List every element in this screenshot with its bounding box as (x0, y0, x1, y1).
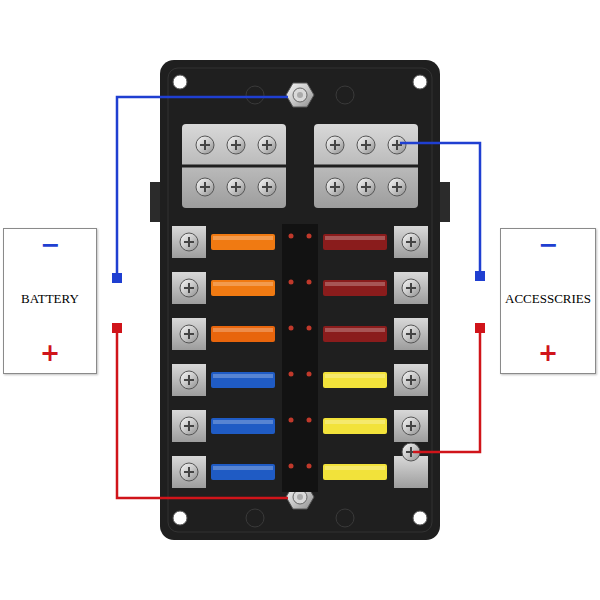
molded-mark (336, 509, 354, 527)
wire-end (112, 273, 122, 283)
fuse-rows (172, 226, 428, 488)
bus-bar (182, 124, 286, 208)
polarity-sign: − (538, 233, 558, 257)
negative-wire (400, 143, 480, 276)
negative-wire (117, 97, 288, 278)
molded-mark (246, 86, 264, 104)
mount-hole (413, 511, 427, 525)
wire-end (112, 323, 122, 333)
positive-wire (413, 328, 480, 452)
mount-hole (173, 511, 187, 525)
wire-end (475, 271, 485, 281)
bus-screws (196, 136, 406, 196)
molded-mark (336, 86, 354, 104)
mount-hole (413, 75, 427, 89)
housing (160, 60, 440, 540)
wire-end (475, 323, 485, 333)
led-column (282, 224, 318, 492)
polarity-sign: − (40, 233, 60, 257)
box-label: ACCESSCRIES (505, 292, 591, 306)
mount-hole (173, 75, 187, 89)
polarity-sign: + (538, 341, 558, 365)
housing-rim (168, 68, 432, 532)
negative-stud (286, 83, 314, 107)
box-label: BATTERY (21, 292, 79, 306)
battery-box: − BATTERY + (3, 228, 97, 374)
polarity-sign: + (40, 341, 60, 365)
wires (117, 97, 480, 498)
molded-mark (246, 509, 264, 527)
bus-bar (314, 124, 418, 208)
accessories-box: − ACCESSCRIES + (500, 228, 596, 374)
positive-wire (117, 328, 288, 498)
